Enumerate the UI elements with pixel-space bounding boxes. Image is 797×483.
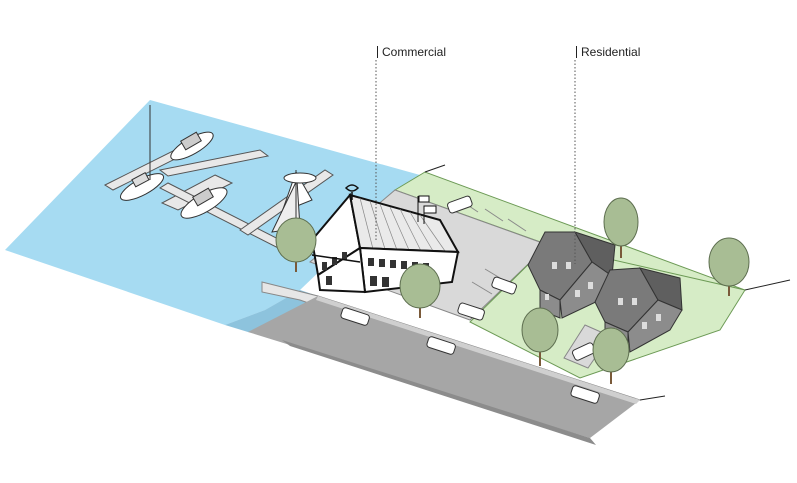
car-icon xyxy=(340,307,370,326)
road xyxy=(248,296,640,438)
tree-icon xyxy=(399,263,441,318)
property-line xyxy=(639,395,666,401)
residential-building xyxy=(527,231,616,319)
flag-icon xyxy=(417,195,437,224)
boat-icon xyxy=(119,105,165,201)
tree-icon xyxy=(592,327,630,384)
boat-icon xyxy=(180,187,228,219)
tree-icon xyxy=(521,307,559,366)
car-icon xyxy=(447,195,473,214)
car-icon xyxy=(426,336,456,355)
road-edge xyxy=(316,296,640,404)
boat-icon xyxy=(170,131,214,161)
tree-icon xyxy=(603,197,639,258)
car-icon xyxy=(491,276,517,295)
car-icon xyxy=(457,302,485,321)
road-curb xyxy=(282,340,596,445)
car-icon xyxy=(570,385,600,404)
residential-building xyxy=(594,267,683,353)
tree-icon xyxy=(275,217,317,272)
commercial-building xyxy=(310,192,460,294)
residential-label: Residential xyxy=(576,46,640,58)
commercial-label: Commercial xyxy=(377,46,446,58)
seawall xyxy=(225,290,318,340)
property-line xyxy=(424,164,446,173)
sign-icon xyxy=(344,184,360,200)
tree-icon xyxy=(708,237,750,296)
property-line xyxy=(744,279,791,291)
